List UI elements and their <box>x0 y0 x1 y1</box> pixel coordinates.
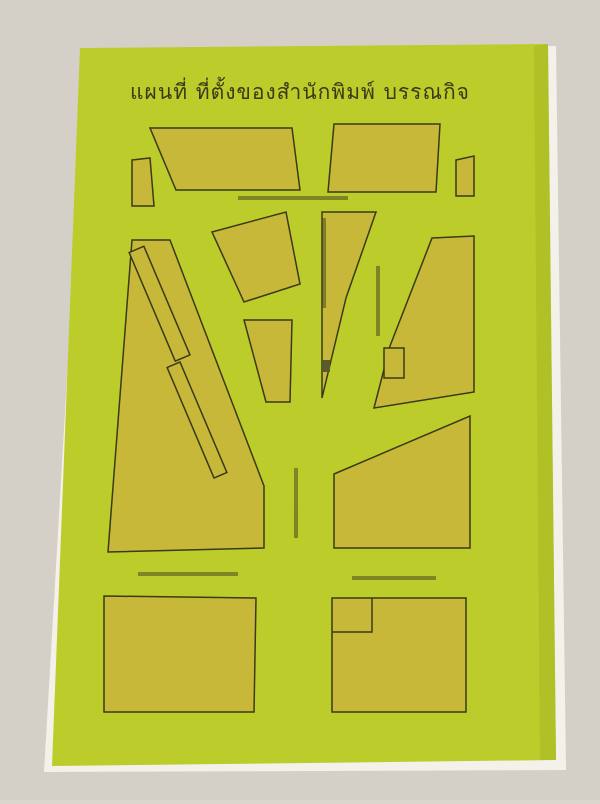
block-bottom-left <box>103 595 257 713</box>
block-center-small <box>243 319 293 403</box>
map-title: แผนที่ ที่ตั้งของสำนักพิมพ์ บรรณกิจ <box>130 80 470 104</box>
publisher-marker <box>322 360 330 372</box>
block-lower-right <box>333 414 471 549</box>
block-top-far-right <box>455 155 475 197</box>
street-label-right <box>376 266 380 336</box>
cover-edge-shadow <box>534 44 556 760</box>
street-label-bottom-left <box>138 572 238 576</box>
block-center-left <box>210 211 301 303</box>
block-center-right <box>321 211 378 399</box>
building-left-strip <box>128 245 191 363</box>
street-label-publisher <box>322 218 326 308</box>
building-right <box>383 347 405 379</box>
street-label-center <box>294 468 298 538</box>
map <box>103 123 475 713</box>
street-label-top <box>238 196 348 200</box>
block-top-left <box>148 127 301 191</box>
book-cover <box>52 44 556 766</box>
block-bottom-right-division <box>332 598 373 633</box>
block-bottom-right <box>331 597 467 713</box>
block-top-right <box>327 123 441 193</box>
building-left-strip-2 <box>166 361 228 479</box>
street-label-marks <box>138 196 436 580</box>
block-top-far-left <box>131 157 155 207</box>
street-label-bottom-right <box>352 576 436 580</box>
